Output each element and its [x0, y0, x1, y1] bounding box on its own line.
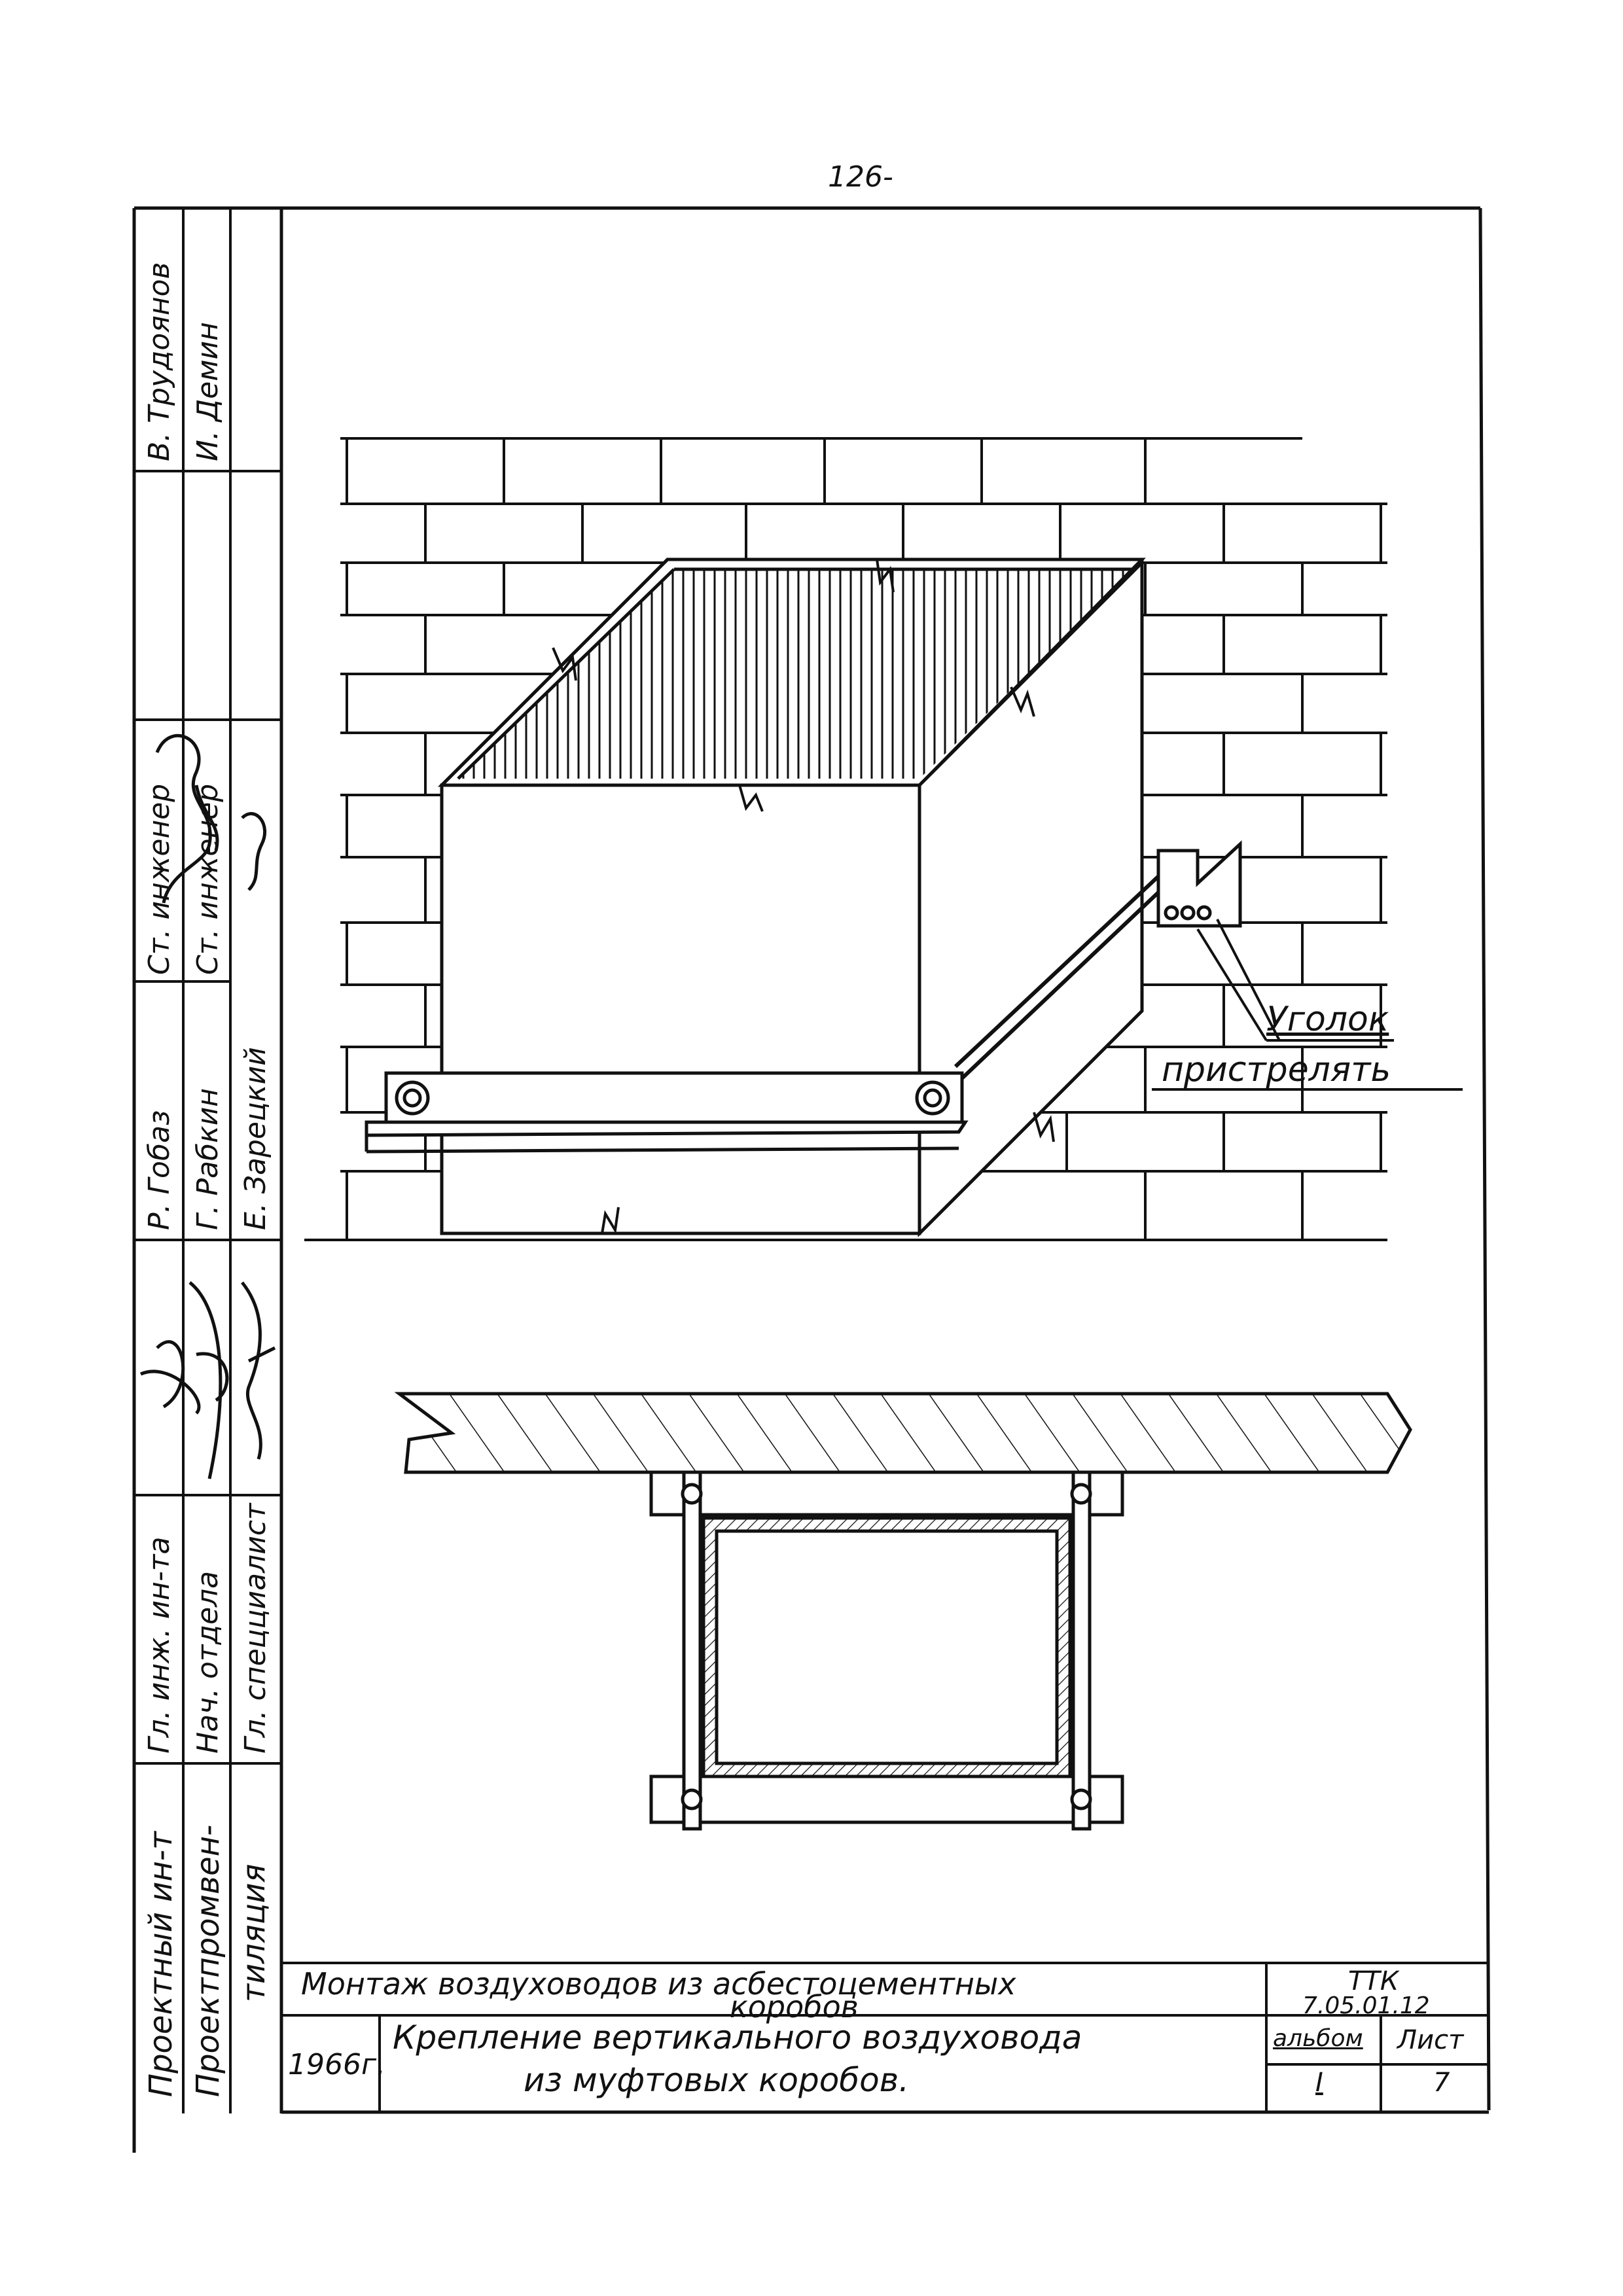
stamp-name-trudoyanov: В. Трудоянов: [143, 262, 176, 461]
sheet-frame: [132, 206, 1491, 2153]
stamp-role-st-inzh-2: Ст. инженер: [191, 783, 224, 975]
title-sheet-label: Лист: [1397, 2025, 1464, 2055]
callout-label-pristrelyat: пристрелять: [1162, 1050, 1391, 1089]
title-sheet-title-line2: из муфтовых коробов.: [524, 2061, 910, 2099]
title-subject-line1: Монтаж воздуховодов из асбестоцементных: [301, 1966, 1016, 2002]
title-code-line2: 7.05.01.12: [1302, 1992, 1430, 2019]
plan-duct-section: [649, 1470, 1124, 1831]
title-year: 1966г.: [288, 2048, 386, 2081]
stamp-org-line2: Проектпромвен-: [190, 1824, 226, 2097]
duct-box: [437, 557, 1146, 1238]
stamp-name-gobaz: Р. Гобаз: [143, 1110, 176, 1230]
callout-label-ugolok: Уголок: [1266, 1000, 1389, 1039]
clamp-bracket: [365, 840, 1242, 1154]
title-album-label: альбом: [1273, 2025, 1363, 2052]
callout-leader: [1152, 919, 1463, 1091]
title-block-grid: [281, 1962, 1489, 2112]
stamp-role-nach-otdela: Нач. отдела: [191, 1570, 224, 1754]
stamp-role-gl-inzh: Гл. инж. ин-та: [143, 1536, 176, 1754]
title-code-line1: ТТК: [1348, 1966, 1399, 1996]
stamp-name-zaretsky: Е. Зарецкий: [239, 1047, 272, 1230]
title-subject-line2: коробов: [730, 1989, 859, 2024]
stamp-org-line1: Проектный ин-т: [143, 1831, 179, 2097]
title-sheet-title-line1: Крепление вертикального воздуховода: [393, 2019, 1082, 2057]
side-stamp-grid: [134, 208, 281, 2113]
stamp-role-gl-spec: Гл. спецциалист: [239, 1503, 272, 1754]
stamp-name-demin: И. Демин: [191, 322, 224, 461]
page-number: 126-: [828, 160, 893, 194]
title-album-value: I: [1315, 2068, 1323, 2098]
stamp-org-line3: тиляция: [236, 1863, 272, 2002]
stamp-name-rabkin: Г. Рабкин: [191, 1087, 224, 1230]
signatures: [139, 733, 276, 1479]
title-sheet-value: 7: [1433, 2068, 1450, 2098]
plan-slab: [394, 1392, 1412, 1474]
stamp-role-st-inzh-1: Ст. инженер: [143, 783, 176, 975]
